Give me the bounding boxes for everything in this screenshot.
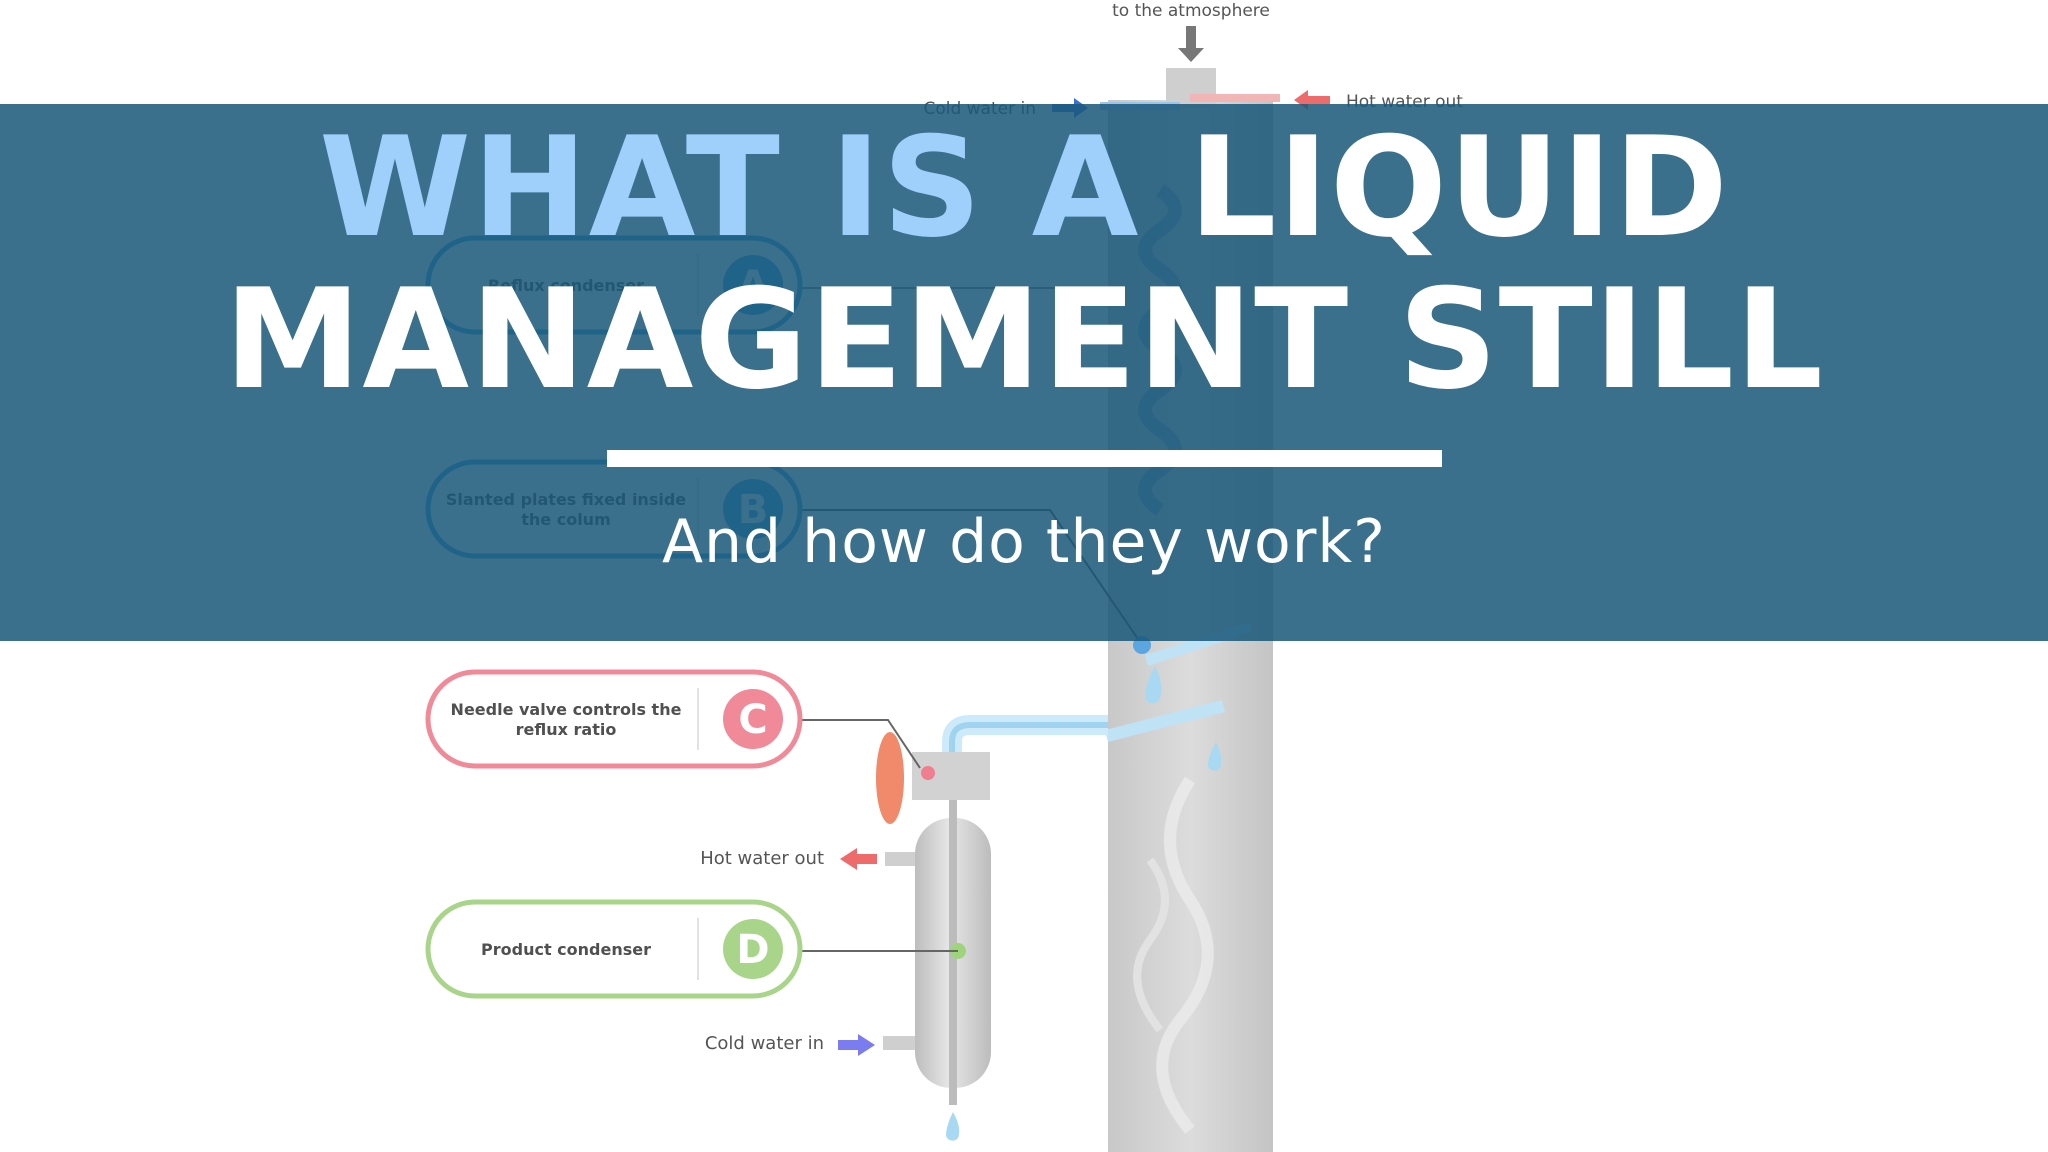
hot-port xyxy=(885,852,915,866)
callout-pill-c xyxy=(425,669,803,769)
outlet-pipe-stroke xyxy=(949,722,1108,790)
vapour-swirl xyxy=(1156,776,1214,1134)
callout-d: D Product condenser xyxy=(425,899,803,999)
hot-water-out-label: Hot water out xyxy=(700,848,824,869)
title-rest: LIQUID xyxy=(1139,107,1730,268)
cold-arrow-icon xyxy=(838,1034,875,1056)
vent-arrow-shaft xyxy=(1186,26,1196,52)
needle-valve-handle xyxy=(876,732,904,824)
top-hot-pipe xyxy=(1190,94,1280,102)
vent-label: to the atmosphere xyxy=(1112,1,1270,21)
callout-text: reflux ratio xyxy=(516,720,617,739)
callout-pill-d xyxy=(425,899,803,999)
vent-arrow-head xyxy=(1178,48,1204,62)
callout-badge-d xyxy=(723,919,783,979)
cold-water-in-label: Cold water in xyxy=(705,1033,824,1054)
title-line-2: MANAGEMENT STILL xyxy=(224,259,1824,420)
leader-dot-c xyxy=(921,766,935,780)
callout-badge-letter: C xyxy=(738,697,767,743)
subtitle: And how do they work? xyxy=(661,507,1387,577)
title-accent: WHAT IS A xyxy=(318,107,1140,268)
callout-text: Product condenser xyxy=(481,940,651,959)
vapour-swirl-2 xyxy=(1133,857,1169,1033)
callout-badge-letter: D xyxy=(736,927,769,973)
title-divider xyxy=(607,450,1442,467)
water-drop-2 xyxy=(1208,742,1222,771)
leader-line-c xyxy=(800,719,921,769)
hot-arrow-icon xyxy=(840,848,877,870)
cold-port xyxy=(883,1036,915,1050)
callout-badge-c xyxy=(723,689,783,749)
product-drip xyxy=(946,1112,960,1141)
slanted-plate-2 xyxy=(1105,700,1225,742)
callout-text: Needle valve controls the xyxy=(451,700,682,719)
title-banner xyxy=(0,104,2048,641)
page-title: WHAT IS A LIQUID MANAGEMENT STILL xyxy=(0,112,2048,416)
water-drop-1 xyxy=(1145,666,1162,704)
